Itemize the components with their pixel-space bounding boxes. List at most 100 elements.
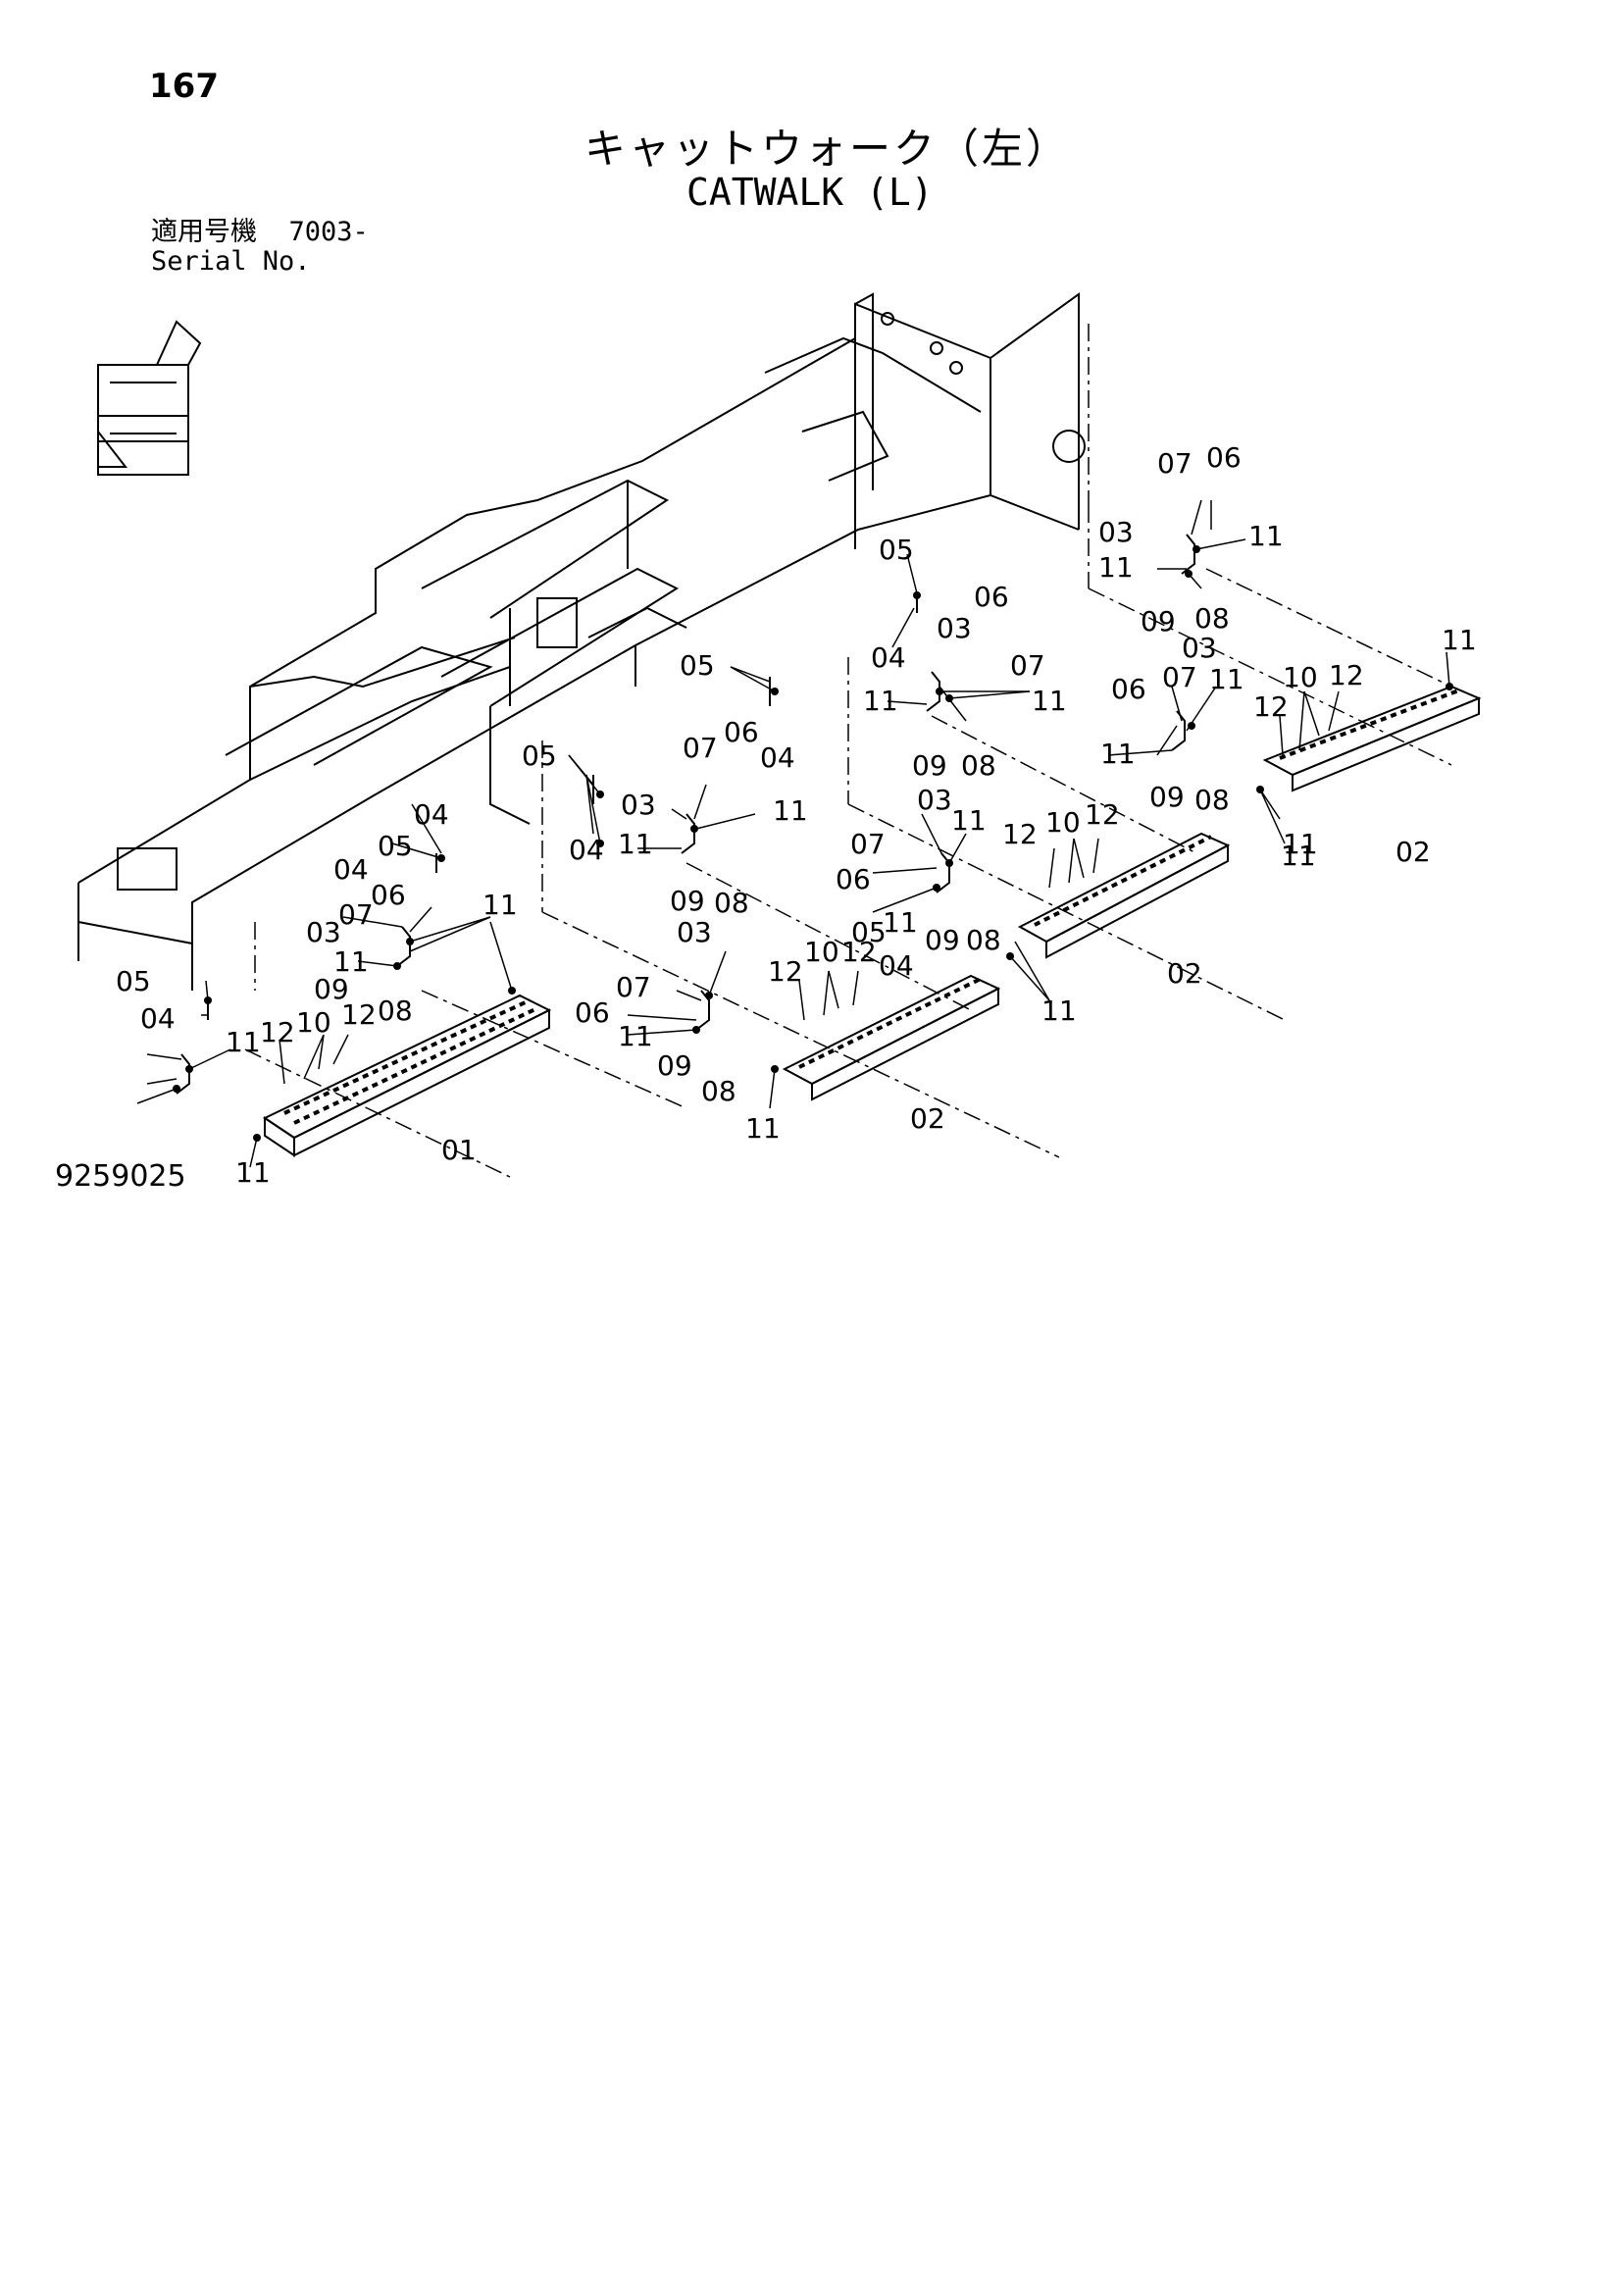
callout-c11: 04 (140, 1002, 176, 1035)
callout-c73: 10 (1045, 806, 1081, 839)
title-english: CATWALK (L) (686, 171, 934, 214)
callout-c71: 02 (910, 1102, 945, 1135)
callout-c58: 11 (618, 1020, 653, 1052)
callout-c35: 03 (621, 789, 656, 821)
callout-c3: 05 (680, 649, 715, 682)
callout-c53: 11 (333, 945, 369, 978)
callout-c78: 10 (1283, 661, 1318, 693)
drawing-number: 9259025 (55, 1159, 186, 1194)
callout-c79: 12 (1329, 659, 1364, 691)
callout-c33: 09 (1149, 781, 1185, 813)
callout-c12: 05 (851, 916, 887, 948)
callout-c77: 12 (1253, 690, 1289, 723)
callout-c72: 12 (1002, 818, 1038, 850)
callout-c50: 06 (371, 879, 406, 911)
callout-c15: 06 (1206, 441, 1242, 474)
callout-c2: 04 (871, 641, 906, 674)
callout-c6: 04 (569, 834, 604, 866)
callout-c5: 05 (522, 740, 557, 772)
callout-c25: 11 (863, 685, 898, 717)
callout-c21: 03 (937, 612, 972, 644)
callout-c65: 11 (226, 1026, 261, 1058)
callout-c68: 10 (804, 936, 839, 968)
callout-c34: 08 (1194, 784, 1230, 816)
callout-c31: 11 (1209, 663, 1244, 695)
callout-c29: 06 (1111, 673, 1146, 705)
step-plate-02-b (1017, 832, 1231, 959)
serial-row-jp: 適用号機 7003- (151, 218, 369, 247)
callout-c70: 11 (745, 1112, 781, 1145)
callout-c62: 12 (260, 1016, 295, 1048)
callout-c17: 11 (1248, 520, 1284, 552)
page-number: 167 (149, 67, 219, 106)
callout-c1: 05 (879, 534, 914, 566)
callout-c28: 07 (1162, 661, 1197, 693)
callout-c74: 12 (1085, 798, 1120, 831)
callout-c10: 05 (116, 965, 151, 997)
callout-c16: 03 (1098, 516, 1134, 548)
callout-c26: 09 (912, 749, 947, 782)
serial-label-en: Serial No. (151, 246, 311, 277)
callout-c14: 07 (1157, 447, 1193, 480)
serial-label-jp: 適用号機 (151, 217, 257, 247)
callout-c27: 08 (961, 749, 996, 782)
callout-c51: 03 (306, 916, 341, 948)
callout-c46: 11 (883, 906, 918, 939)
title-japanese: キャットウォーク（左） (584, 125, 1071, 173)
callout-c44: 06 (836, 863, 871, 895)
callout-c43: 07 (850, 828, 886, 860)
callout-c45: 11 (951, 804, 987, 837)
callout-c61: 08 (701, 1075, 736, 1107)
callout-c41: 08 (714, 887, 749, 919)
callout-c66: 01 (441, 1134, 477, 1166)
callout-c60: 09 (657, 1049, 692, 1082)
callout-c48: 08 (966, 924, 1001, 956)
callout-c8: 04 (333, 853, 369, 886)
callout-c18: 11 (1098, 551, 1134, 584)
step-plate-02-a (782, 974, 1001, 1101)
callout-c19: 09 (1141, 605, 1176, 638)
callout-c7: 05 (378, 830, 413, 862)
callout-c55: 08 (378, 995, 413, 1027)
callout-c40: 09 (670, 885, 705, 917)
callout-c37: 07 (683, 732, 718, 764)
serial-value: 7003- (288, 217, 369, 247)
fastener-dots (173, 545, 1453, 1142)
callout-c49: 07 (338, 898, 374, 931)
callout-c38: 11 (773, 794, 808, 827)
callout-c30: 03 (1182, 632, 1217, 664)
serial-block: 適用号機 7003- Serial No. (151, 218, 369, 277)
callout-c63: 10 (296, 1006, 331, 1039)
callout-c57: 06 (575, 996, 610, 1029)
callout-c42: 03 (917, 784, 952, 816)
step-plate-01 (262, 994, 552, 1157)
callout-c4: 04 (760, 741, 795, 774)
leader-lines (136, 499, 1450, 1168)
callout-c67: 12 (768, 955, 803, 988)
callout-c24: 11 (1032, 685, 1067, 717)
callout-c84: 11 (235, 1156, 271, 1189)
callout-c32: 11 (1100, 738, 1136, 770)
callout-c9: 04 (414, 798, 449, 831)
callout-c20: 08 (1194, 602, 1230, 635)
callout-c13: 04 (879, 949, 914, 982)
callout-c80: 11 (1281, 840, 1316, 872)
callout-c52: 11 (482, 889, 518, 921)
callout-c56: 07 (616, 971, 651, 1003)
callout-labels: 05 04 05 04 05 04 05 04 04 05 04 05 04 0… (116, 441, 1477, 1189)
callout-c54: 09 (314, 973, 349, 1005)
callout-c39: 11 (618, 828, 653, 860)
step-plate-02-c (1262, 685, 1482, 792)
callout-c82: 02 (1396, 836, 1431, 868)
callout-c83: 11 (1283, 828, 1318, 860)
callout-c36: 06 (724, 716, 759, 748)
callout-c76: 02 (1167, 957, 1202, 990)
orientation-arrow-icon (97, 320, 202, 476)
callout-c22: 06 (974, 581, 1009, 613)
machine-frame (77, 292, 1086, 991)
callout-c47: 09 (925, 924, 960, 956)
callout-c59: 03 (677, 916, 712, 948)
callout-c81: 11 (1442, 624, 1477, 656)
callout-c75: 11 (1041, 995, 1077, 1027)
